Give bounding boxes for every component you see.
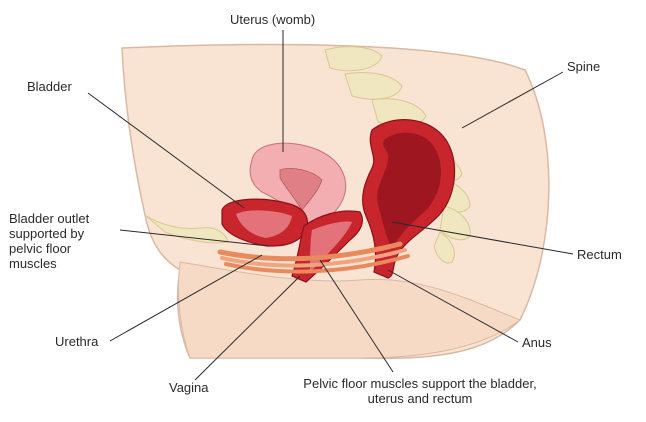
leader-bladder-outlet: [119, 229, 269, 247]
label-uterus: Uterus (womb): [230, 12, 316, 27]
label-anus: Anus: [522, 335, 552, 350]
label-bladder-outlet-line: supported by: [9, 226, 85, 241]
vertebra: [324, 46, 383, 72]
label-bladder-outlet-line: muscles: [9, 256, 57, 271]
muscle-band: [217, 241, 403, 262]
coccyx: [433, 231, 455, 264]
label-vagina: Vagina: [169, 380, 209, 395]
label-bladder: Bladder: [27, 79, 72, 94]
leader-rectum: [391, 221, 574, 255]
leader-vagina: [194, 275, 301, 381]
vertebra: [344, 72, 403, 100]
leader-pelvic-floor: [319, 259, 394, 373]
label-rectum: Rectum: [577, 247, 622, 262]
pubic-bone: [144, 214, 229, 244]
muscle-band: [224, 254, 410, 274]
leader-urethra: [109, 254, 263, 342]
leader-spine: [461, 71, 564, 129]
leader-anus: [387, 269, 519, 343]
label-urethra: Urethra: [55, 334, 99, 349]
label-spine: Spine: [567, 59, 601, 74]
label-bladder-outlet-line: Bladder outlet: [9, 211, 90, 226]
uterus-cavity: [279, 168, 323, 211]
label-pelvic-floor-line: Pelvic floor muscles support the bladder…: [303, 376, 537, 391]
bladder-inner: [236, 210, 292, 238]
thigh-shape: [178, 261, 522, 359]
rectum-inner: [377, 132, 442, 250]
label-bladder-outlet-line: pelvic floor: [9, 241, 72, 256]
muscle-band: [220, 248, 407, 268]
label-bladder-outlet: Bladder outlet supported by pelvic floor…: [9, 211, 139, 271]
leader-lines: [87, 30, 574, 381]
label-pelvic-floor-line: uterus and rectum: [367, 391, 473, 406]
leader-bladder: [87, 92, 245, 209]
label-pelvic-floor: Pelvic floor muscles support the bladder…: [295, 376, 545, 406]
pelvic-floor-muscles: [217, 241, 410, 274]
